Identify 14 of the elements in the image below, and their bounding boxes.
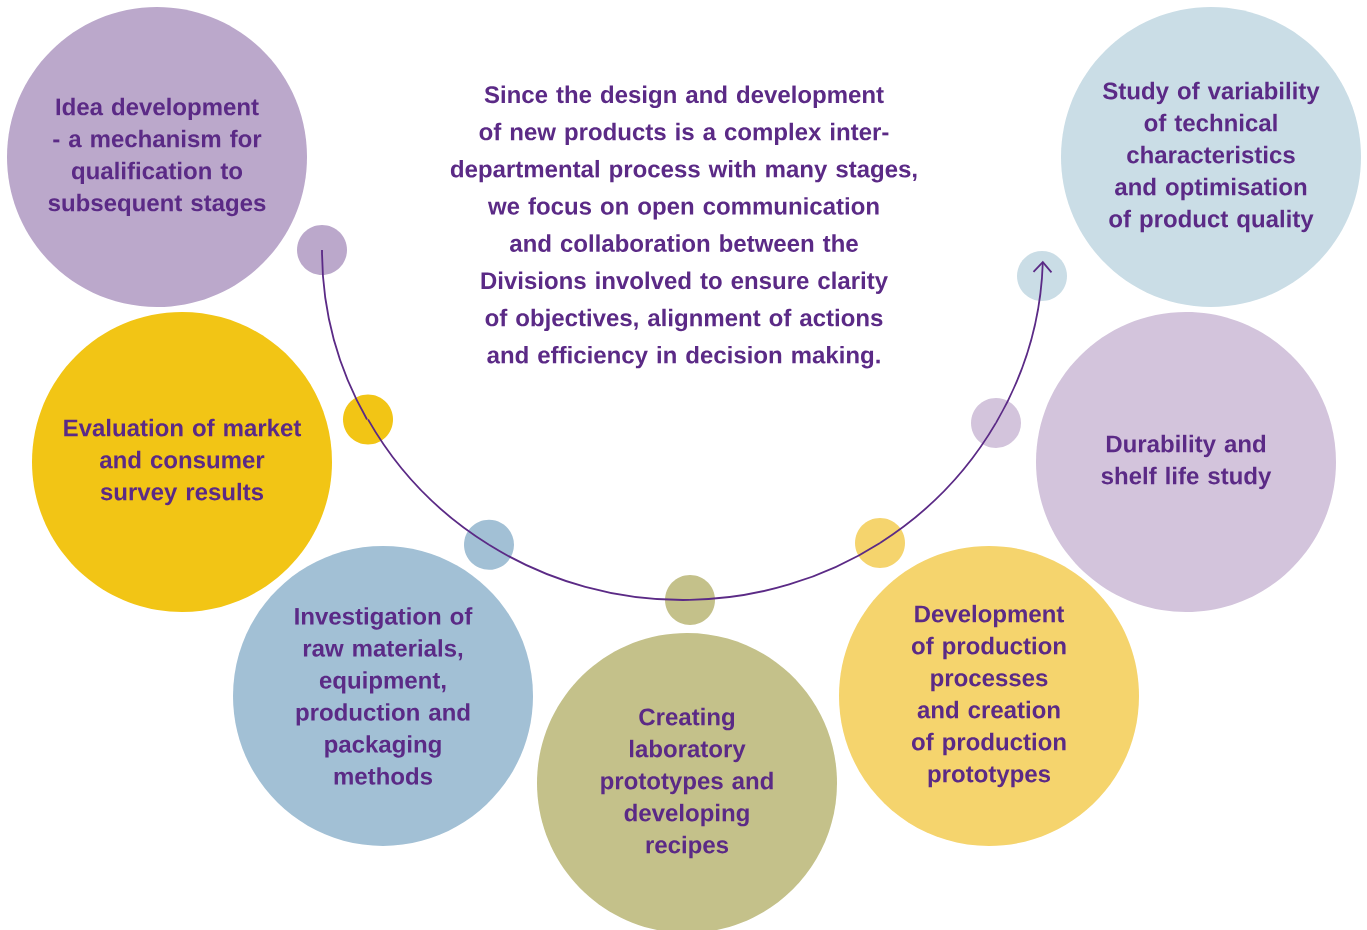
- curved-line: [367, 418, 490, 546]
- curved-line: [321, 249, 368, 421]
- dot: [855, 517, 905, 568]
- dot: [971, 397, 1021, 448]
- dot: [343, 394, 393, 445]
- curved-line: [488, 543, 691, 601]
- dot: [1017, 251, 1067, 302]
- dot: [297, 225, 347, 275]
- dot: [464, 519, 514, 570]
- curved-line: [879, 422, 997, 544]
- dot: [665, 574, 715, 625]
- curved-arrow: [995, 260, 1053, 424]
- curved-line: [689, 542, 881, 601]
- description-text: Since the design and development of new products is a complex inter-departmental process with many stages, we focus on open communication and collaboration between the Divisions involved to ensure clarity of objectives, alignment of actions and efficiency in decision making.: [450, 85, 917, 369]
